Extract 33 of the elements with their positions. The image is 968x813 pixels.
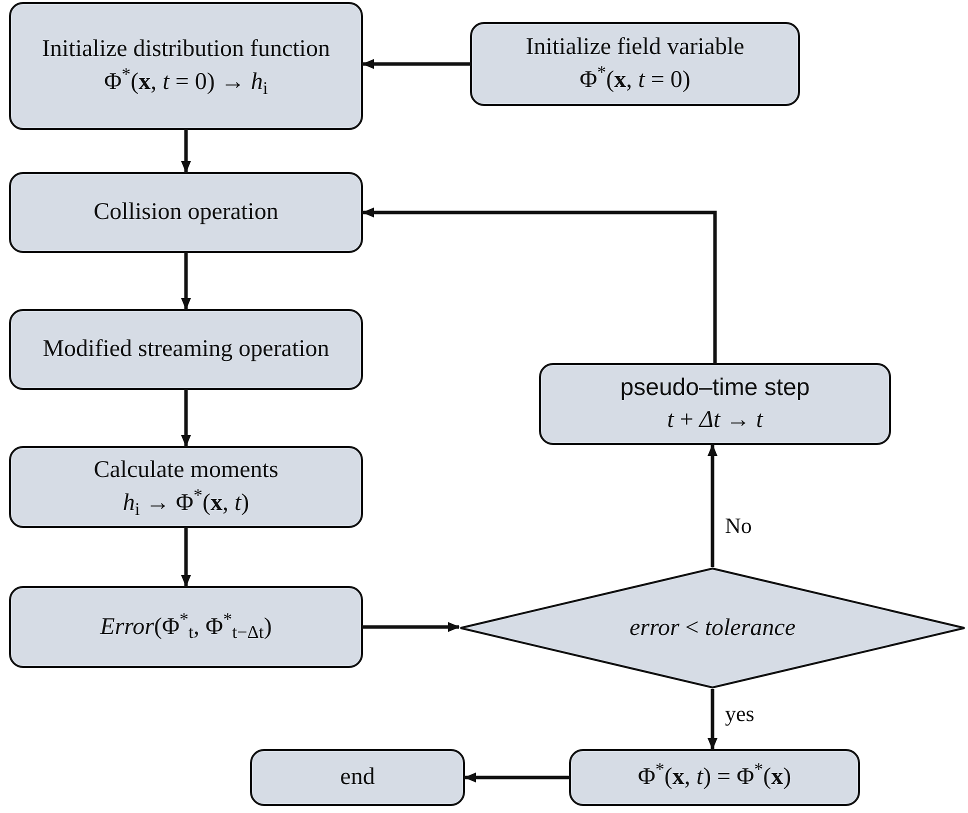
- process-box: [9, 446, 363, 528]
- node-title: Initialize field variable: [526, 33, 744, 62]
- node-title: end: [340, 763, 375, 792]
- arrow: [363, 622, 460, 632]
- process-box: [9, 2, 363, 130]
- node-formula: t + Δt → t: [667, 406, 763, 435]
- node-formula: Φ$^{*}$(x, t = 0) → h$_{i}$: [104, 66, 268, 99]
- node-title: Modified streaming operation: [42, 335, 330, 364]
- node-title: error < tolerance: [630, 614, 796, 642]
- node-title: Error(Φ$^{*}$$_{t}$, Φ$^{*}$$_{t−Δt}$): [100, 610, 272, 644]
- node-title: Calculate moments: [94, 456, 278, 485]
- node-formula: Φ$^{*}$(x, t = 0): [580, 64, 690, 95]
- arrow: [181, 130, 191, 173]
- process-box: [539, 363, 891, 445]
- process-box: [9, 586, 363, 668]
- process-box: [470, 22, 800, 106]
- arrow: [708, 444, 718, 567]
- process-box: [9, 309, 363, 390]
- arrow: [181, 253, 191, 310]
- arrow: [181, 528, 191, 587]
- node-title: Initialize distribution function: [42, 35, 330, 64]
- arrow: [362, 59, 470, 69]
- node-title: Φ$^{*}$(x, t) = Φ$^{*}$(x): [638, 761, 792, 792]
- process-box: [250, 749, 465, 806]
- arrow: [464, 772, 569, 782]
- arrow: [181, 390, 191, 447]
- node-formula: h$_{i}$ → Φ$^{*}$(x, t): [122, 487, 250, 520]
- process-box: [9, 172, 363, 253]
- process-box: [569, 749, 860, 806]
- node-title: Collision operation: [94, 198, 278, 227]
- arrow: [708, 689, 718, 750]
- arrow: [362, 208, 717, 363]
- node-title: pseudo–time step: [620, 373, 810, 403]
